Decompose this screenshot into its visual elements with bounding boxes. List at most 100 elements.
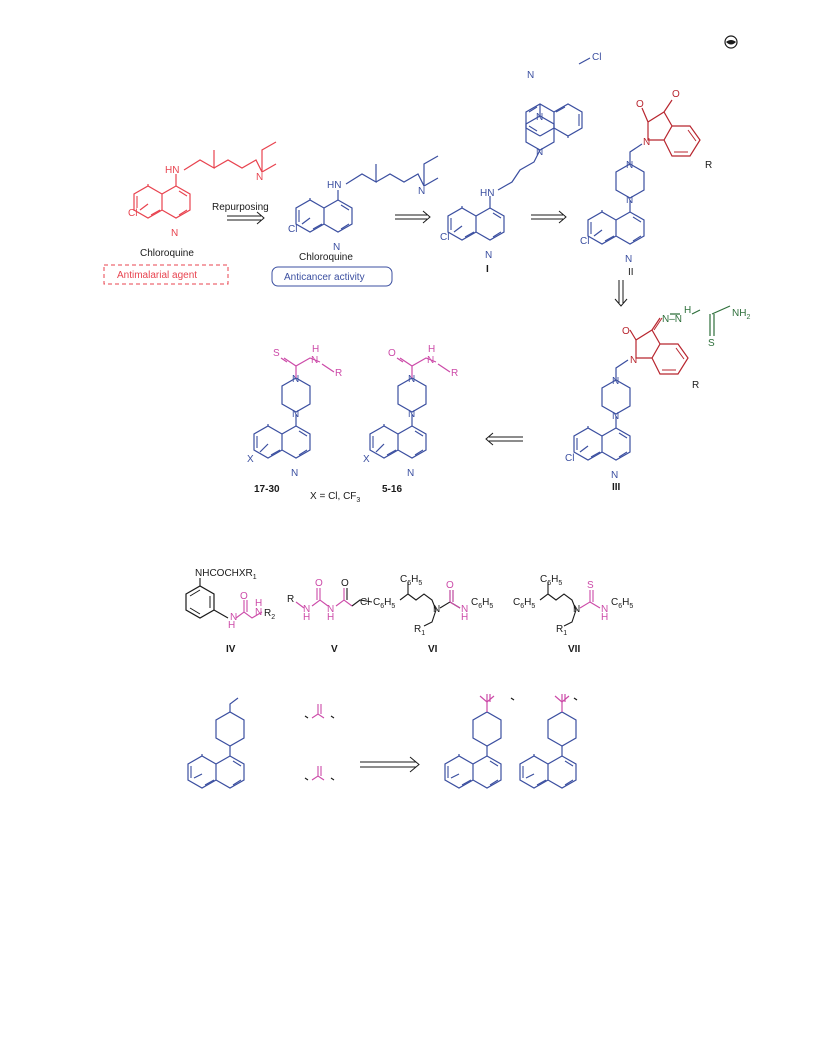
atom-n: N <box>292 409 299 420</box>
fragment-bottom <box>304 766 335 781</box>
chloroquine-anticancer-structure <box>295 155 439 233</box>
atom-n: N <box>601 604 608 615</box>
atom-n-n: N–N <box>662 314 682 325</box>
atom-s: S <box>273 348 280 359</box>
atom-n: N <box>333 242 340 253</box>
compound-iii-structure <box>573 305 731 461</box>
bottom-arrow <box>360 756 420 773</box>
atom-x: X <box>363 454 370 465</box>
atom-hn: HN <box>480 188 494 199</box>
atom-n: N <box>527 70 534 81</box>
series-5-16-label: 5-16 <box>382 484 402 495</box>
x-definition-main: X = Cl, CF <box>310 491 356 502</box>
atom-n: N <box>626 160 633 171</box>
atom-cl: Cl <box>360 597 369 608</box>
chloroquine-antimalarial-structure <box>133 141 277 219</box>
r2-index: 2 <box>271 614 275 621</box>
atom-o: O <box>388 348 396 359</box>
compound-v-structure <box>295 588 373 609</box>
c6h5-6: 6 <box>618 603 622 610</box>
atom-n: N <box>407 468 414 479</box>
c6h5-5: 5 <box>418 580 422 587</box>
r1-index: 1 <box>563 630 567 637</box>
atom-n: N <box>311 355 318 366</box>
atom-h: H <box>461 612 468 623</box>
c6h5-c: C <box>540 574 547 585</box>
compound-iv-structure <box>185 578 263 619</box>
c6h5-5: 5 <box>489 603 493 610</box>
c6h5-h: H <box>384 597 391 608</box>
antimalarial-label: Antimalarial agent <box>117 270 197 281</box>
compound-vi-label: VI <box>428 644 438 655</box>
c6h5-h: H <box>411 574 418 585</box>
repurposing-arrow <box>227 211 265 225</box>
atom-h: H <box>303 612 310 623</box>
series-5-16-structure <box>369 357 451 459</box>
atom-h: H <box>255 598 262 609</box>
atom-s: S <box>708 338 715 349</box>
atom-s: S <box>587 580 594 591</box>
atom-n: N <box>612 376 619 387</box>
atom-n: N <box>418 186 425 197</box>
chloroquine-label: Chloroquine <box>299 252 353 263</box>
atom-o: O <box>636 99 644 110</box>
iv-substituent-index: 1 <box>253 574 257 581</box>
atom-n: N <box>433 604 440 615</box>
c6h5-c: C <box>513 597 520 608</box>
atom-n: N <box>485 250 492 261</box>
atom-n: N <box>171 228 178 239</box>
compound-v-label: V <box>331 644 338 655</box>
compound-i-label: I <box>486 264 489 275</box>
compound-ii-label: II <box>628 267 634 278</box>
atom-nh2-main: NH <box>732 308 746 319</box>
atom-cl: Cl <box>592 52 601 63</box>
compound-iii-label: III <box>612 482 621 493</box>
c6h5-6: 6 <box>520 603 524 610</box>
atom-n: N <box>255 607 262 618</box>
atom-n: N <box>408 374 415 385</box>
atom-cl: Cl <box>580 236 589 247</box>
chloroquine-label: Chloroquine <box>140 248 194 259</box>
atom-n: N <box>625 254 632 265</box>
compound-i-structure <box>447 57 591 241</box>
bottom-product-urea <box>444 694 515 789</box>
iv-substituent-main: NHCOCHXR <box>195 568 253 579</box>
r1-group: R1 <box>414 624 425 637</box>
atom-n: N <box>292 374 299 385</box>
atom-h: H <box>327 612 334 623</box>
atom-n: N <box>630 355 637 366</box>
atom-hn: HN <box>165 165 179 176</box>
atom-r: R <box>705 160 712 171</box>
c6h5-c: C <box>373 597 380 608</box>
atom-n: N <box>461 604 468 615</box>
atom-n: N <box>536 147 543 158</box>
atom-n: N <box>303 604 310 615</box>
c6h5-group: C6H5 <box>373 597 395 610</box>
iv-substituent: NHCOCHXR1 <box>195 568 257 581</box>
c6h5-6: 6 <box>380 603 384 610</box>
c6h5-c: C <box>471 597 478 608</box>
atom-o: O <box>315 578 323 589</box>
atom-r: R <box>335 368 342 379</box>
c6h5-h: H <box>622 597 629 608</box>
atom-n: N <box>327 604 334 615</box>
atom-o: O <box>240 591 248 602</box>
atom-o: O <box>341 578 349 589</box>
c6h5-6: 6 <box>547 580 551 587</box>
atom-h: H <box>312 344 319 355</box>
atom-cl: Cl <box>288 224 297 235</box>
r1-group: R1 <box>556 624 567 637</box>
c6h5-c: C <box>611 597 618 608</box>
atom-n: N <box>612 411 619 422</box>
antimalarial-box <box>103 264 229 285</box>
r2-group: R2 <box>264 608 275 621</box>
bottom-product-thiourea <box>519 694 578 789</box>
atom-n: N <box>256 172 263 183</box>
c6h5-5: 5 <box>629 603 633 610</box>
atom-o: O <box>446 580 454 591</box>
atom-n: N <box>427 355 434 366</box>
atom-h: H <box>228 620 235 631</box>
atom-n: N <box>626 195 633 206</box>
atom-n: N <box>291 468 298 479</box>
